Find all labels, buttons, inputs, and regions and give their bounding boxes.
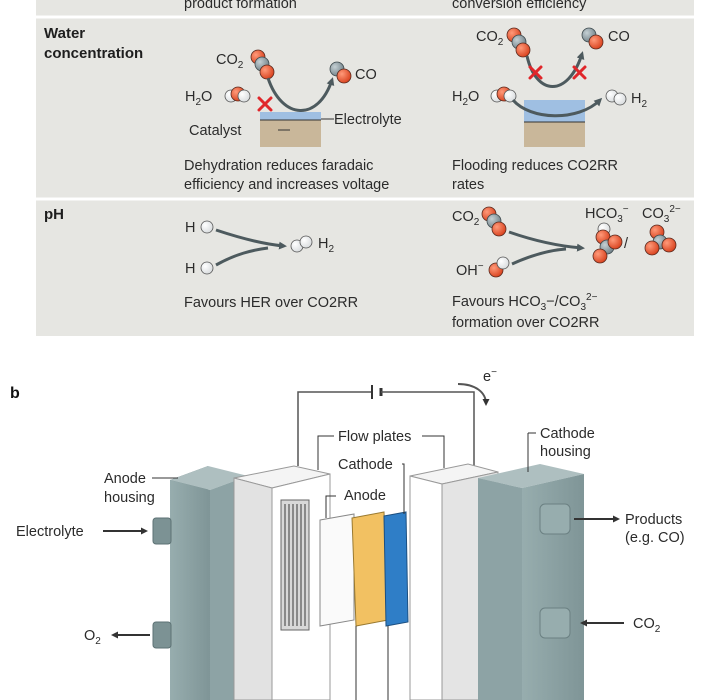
cathode-housing-label-1: Cathode (540, 426, 595, 442)
catalyst-label: Catalyst (189, 123, 241, 139)
products-label-1: Products (625, 512, 682, 528)
hco3-molecule (592, 222, 623, 264)
her-h2-molecule (290, 235, 313, 253)
flood-co2-molecule (506, 27, 531, 58)
carbonate-caption-2: formation over CO2RR (452, 315, 599, 331)
o2-output-label: O2 (84, 628, 101, 647)
h-top-label: H (185, 220, 195, 236)
dehydration-caption-2: efficiency and increases voltage (184, 177, 389, 193)
catalyst-layer (260, 120, 321, 147)
flood-co2-label: CO2 (476, 29, 504, 48)
co2-inlet-port (539, 607, 571, 639)
h-atom-top (200, 220, 214, 234)
panel-a: product formation conversion efficiency … (36, 0, 694, 336)
flood-h2o-label: H2O (452, 89, 479, 108)
flooding-scenario: CO2 CO (452, 27, 647, 193)
flow-plates-label: Flow plates (338, 429, 411, 445)
her-scenario: H H H2 Favours HER over CO2RR (184, 220, 358, 311)
cathode-layer (383, 511, 409, 627)
products-outlet-port (539, 503, 571, 535)
carbonate-scenario: CO2 OH− HCO3− (452, 204, 681, 331)
blocked-cross-icon (528, 65, 543, 80)
cathode-housing-label-2: housing (540, 444, 591, 460)
carbonate-caption-1: Favours HCO3−/CO32− (452, 292, 598, 313)
blocked-cross-icon (257, 96, 273, 112)
electrolyte-inlet-port (152, 517, 172, 545)
row-label-ph: pH (44, 206, 64, 223)
dehydration-caption-1: Dehydration reduces faradaic (184, 158, 373, 174)
cathode-label: Cathode (338, 457, 393, 473)
oh-label: OH− (456, 261, 484, 279)
row-label-concentration: concentration (44, 45, 143, 62)
h2o-label: H2O (185, 89, 212, 108)
electrolyte-label: Electrolyte (334, 112, 402, 128)
her-h2-label: H2 (318, 236, 334, 255)
ph-row: pH H H H2 Favours HER over CO2RR (44, 204, 681, 331)
h-atom-bottom (200, 261, 214, 275)
anode-flow-plate (233, 465, 331, 700)
top-caption-left: product formation (184, 0, 297, 12)
products-label-2: (e.g. CO) (625, 530, 685, 546)
panel-b: b e− (10, 367, 685, 700)
electrolyte-layer (260, 112, 321, 120)
h2o-molecule (224, 86, 251, 103)
flooding-caption-2: rates (452, 177, 484, 193)
co-label: CO (355, 67, 377, 83)
row-label-water: Water (44, 25, 85, 42)
hco3-label: HCO3− (585, 204, 629, 225)
oh-molecule (488, 256, 510, 278)
h-bottom-label: H (185, 261, 195, 277)
electron-flow-arrow-icon (457, 383, 490, 406)
flood-h2-molecule (605, 89, 627, 106)
cathode-housing (478, 464, 584, 700)
flow-channels (280, 499, 310, 631)
flood-co-molecule (581, 27, 604, 50)
electrolyte-input-label: Electrolyte (16, 524, 84, 540)
ph-co2-molecule (481, 206, 507, 237)
o2-outlet-port (152, 621, 172, 649)
anode-housing-label-2: housing (104, 490, 155, 506)
flood-h2o-molecule (490, 86, 517, 103)
her-caption: Favours HER over CO2RR (184, 295, 358, 311)
top-caption-right: conversion efficiency (452, 0, 587, 12)
co3-label: CO32− (642, 204, 681, 225)
co-molecule (329, 61, 352, 84)
anode-layer (351, 511, 389, 627)
water-concentration-row: Water concentration CO2 (44, 25, 647, 193)
anode-housing-label-1: Anode (104, 471, 146, 487)
flood-co-label: CO (608, 29, 630, 45)
co2-molecule (250, 49, 275, 80)
co2-label: CO2 (216, 52, 244, 71)
external-circuit: e− (297, 367, 497, 466)
co3-molecule (644, 224, 677, 256)
flood-h2-label: H2 (631, 91, 647, 110)
slash-separator: / (624, 236, 629, 252)
flooded-catalyst-layer (524, 122, 585, 147)
electron-label: e− (483, 367, 497, 385)
anode-label: Anode (344, 488, 386, 504)
anode-sheet (319, 513, 355, 627)
dehydration-scenario: CO2 CO H2O (184, 49, 402, 193)
blocked-cross-icon (572, 65, 587, 80)
flooded-electrolyte-layer (524, 100, 585, 122)
ph-co2-label: CO2 (452, 209, 480, 228)
panel-b-letter: b (10, 385, 20, 402)
flooding-caption-1: Flooding reduces CO2RR (452, 158, 618, 174)
co2-input-label: CO2 (633, 616, 661, 635)
